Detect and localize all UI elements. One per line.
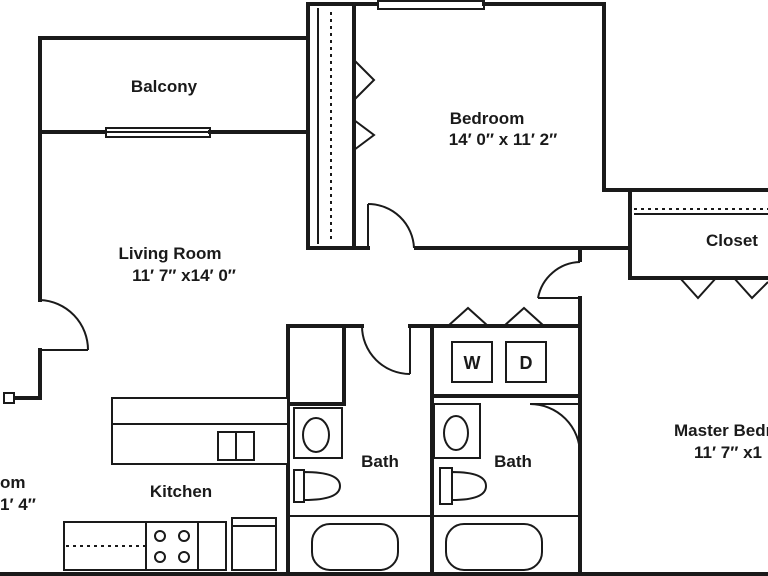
dining-room-label: om (0, 473, 26, 492)
master-closet (628, 188, 768, 300)
stove (145, 521, 199, 571)
living-room-label: Living Room (119, 244, 222, 263)
bathtub (445, 523, 543, 571)
living-room-dimensions: 11′ 7″ x14′ 0″ (132, 266, 236, 285)
closet-label: Closet (706, 231, 758, 250)
bedroom-dimensions: 14′ 0″ x 11′ 2″ (449, 130, 558, 149)
bath-1-label: Bath (361, 452, 399, 471)
living-room-walls (3, 130, 90, 404)
toilet-bowl (451, 470, 488, 502)
bedroom-door (367, 202, 415, 249)
washer (451, 341, 493, 383)
dryer-label: D (520, 353, 533, 373)
bedroom-closet (317, 2, 376, 250)
master-bedroom-label: Master Bedro (674, 421, 768, 440)
bath-2-fixtures (433, 403, 580, 571)
kitchen-counter (111, 397, 289, 465)
bathtub (311, 523, 399, 571)
hallway-walls (537, 246, 582, 576)
toilet-tank (439, 467, 453, 505)
bath-2-walls (529, 403, 581, 455)
master-bedroom-dimensions: 11′ 7″ x1 (694, 443, 762, 462)
toilet-bowl (303, 470, 342, 502)
kitchen-range-counter (63, 517, 277, 571)
washer-label: W (464, 353, 481, 373)
bedroom-label: Bedroom (450, 109, 525, 128)
balcony-sliding-door (38, 127, 310, 138)
dryer (505, 341, 547, 383)
bath-1-fixtures (290, 407, 432, 571)
kitchen-label: Kitchen (150, 482, 212, 501)
laundry-closet (414, 306, 582, 398)
bedroom-walls (306, 0, 768, 250)
toilet-tank (293, 469, 305, 503)
bath-2-label: Bath (494, 452, 532, 471)
dining-room-dimensions: 1′ 4″ (0, 495, 36, 514)
balcony-label: Balcony (131, 77, 198, 96)
